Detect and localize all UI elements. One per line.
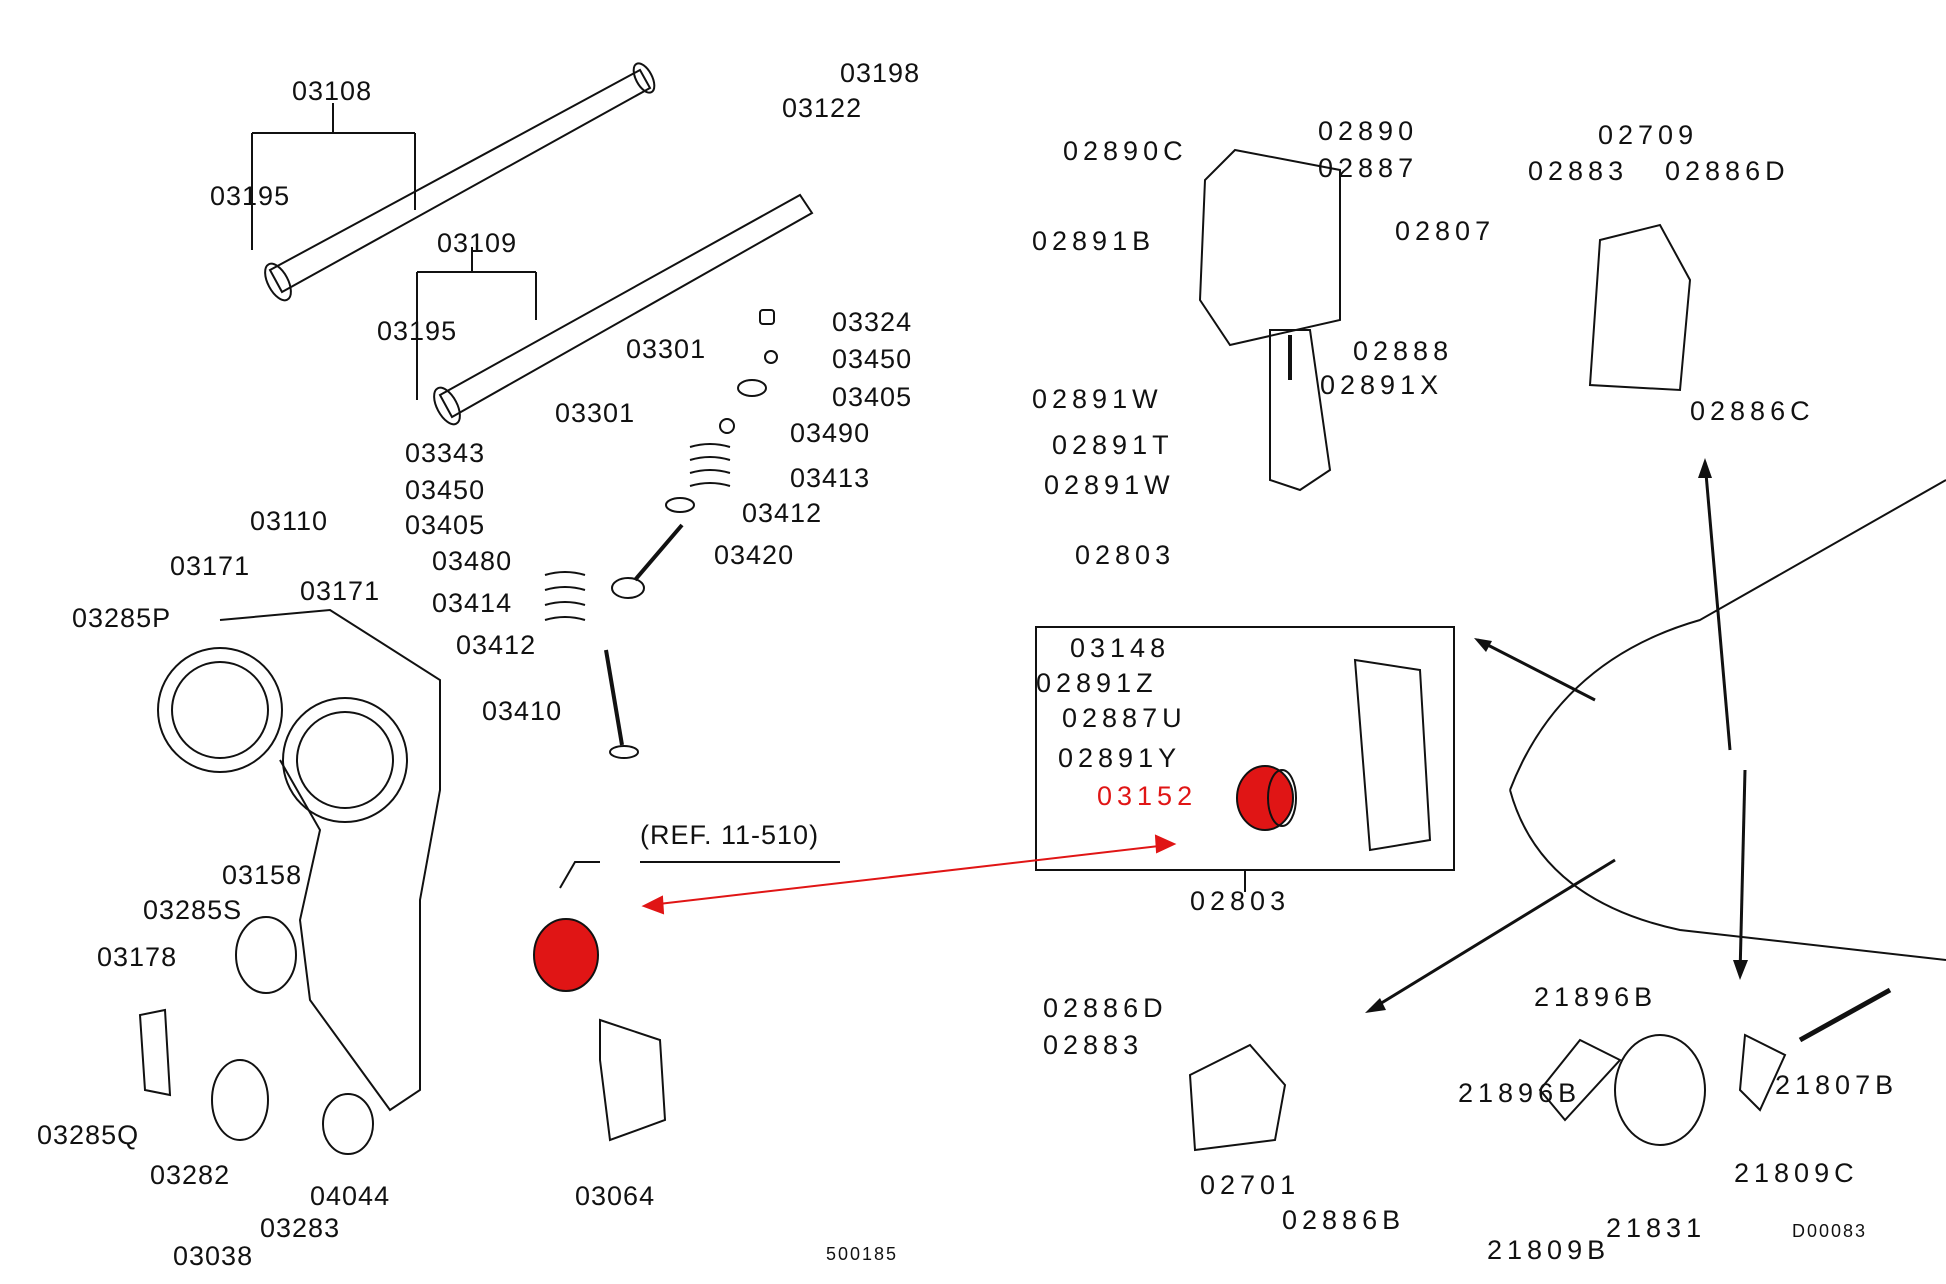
label-03064: 03064 [575,1181,656,1211]
label-02807: 02807 [1395,216,1496,246]
label-02701: 02701 [1200,1170,1301,1200]
label-02891w-a: 02891W [1032,384,1163,414]
stopper-21809c [1738,1033,1787,1112]
label-03195-a: 03195 [210,181,291,211]
label-04044: 04044 [310,1181,391,1211]
label-03283: 03283 [260,1213,341,1243]
label-03413: 03413 [790,463,871,493]
label-02803-a: 02803 [1075,540,1176,570]
stopper-21809b [1538,1038,1622,1122]
label-02709: 02709 [1598,120,1699,150]
valve-03410 [604,649,624,746]
label-03148: 03148 [1070,633,1171,663]
valve-spring-03413 [689,443,731,487]
label-02890c: 02890C [1063,136,1188,166]
cam-sprocket-03171-b [282,697,408,823]
label-02886d-a: 02886D [1665,156,1790,186]
engine-mount-bracket-02803 [1269,329,1332,492]
label-02891z: 02891Z [1036,668,1158,698]
label-03285s: 03285S [143,895,243,925]
cover-03064 [599,1018,667,1142]
bolt-21807b [1798,987,1892,1043]
camshaft-03109 [433,193,814,426]
highlighted-bushing-ref [533,918,599,992]
label-02891y: 02891Y [1058,743,1182,773]
label-03285p: 03285P [72,603,172,633]
label-03152-highlighted: 03152 [1097,781,1198,811]
label-03420: 03420 [714,540,795,570]
label-02890: 02890 [1318,116,1419,146]
label-21831: 21831 [1606,1213,1707,1243]
tensioner-pulley-03158 [235,916,297,994]
label-21896b-a: 21896B [1534,982,1658,1012]
label-02803-b: 02803 [1190,886,1291,916]
label-03343: 03343 [405,438,486,468]
label-03490: 03490 [790,418,871,448]
retainer-03324 [759,309,775,325]
label-03171-a: 03171 [170,551,251,581]
label-02887: 02887 [1318,153,1419,183]
label-03412-a: 03412 [742,498,823,528]
label-03414: 03414 [432,588,513,618]
label-03405-a: 03405 [832,382,913,412]
label-21809c: 21809C [1734,1158,1859,1188]
label-02888: 02888 [1353,336,1454,366]
mount-02701 [1188,1043,1287,1152]
crank-sprocket-03038 [211,1059,269,1141]
mount-02709 [1588,223,1692,392]
tensioner-arm-03178 [138,1008,172,1097]
label-03450-b: 03450 [405,475,486,505]
label-02891x: 02891X [1320,370,1444,400]
label-03301-b: 03301 [555,398,636,428]
label-21807b: 21807B [1775,1070,1899,1100]
label-03301-a: 03301 [626,334,707,364]
label-03178: 03178 [97,942,178,972]
label-03285q: 03285Q [37,1120,140,1150]
valve-spring-03414 [544,571,586,621]
label-03405-b: 03405 [405,510,486,540]
label-02887u: 02887U [1062,703,1187,733]
label-02886b: 02886B [1282,1205,1406,1235]
mount-21831 [1614,1034,1706,1146]
label-02883-b: 02883 [1043,1030,1144,1060]
label-03171-b: 03171 [300,576,381,606]
label-03122: 03122 [782,93,863,123]
label-03108: 03108 [292,76,373,106]
code-500185: 500185 [826,1244,899,1264]
label-03109: 03109 [437,228,518,258]
label-02883-a: 02883 [1528,156,1629,186]
label-03410: 03410 [482,696,563,726]
camshaft-03108 [264,62,656,302]
label-03450-a: 03450 [832,344,913,374]
label-03324: 03324 [832,307,913,337]
label-02891t: 02891T [1052,430,1174,460]
label-03282: 03282 [150,1160,231,1190]
cam-sprocket-03171-a [157,647,283,773]
highlighted-bushing-03152 [1236,765,1297,831]
label-21896b-b: 21896B [1458,1078,1582,1108]
label-03195-b: 03195 [377,316,458,346]
idler-04044 [322,1093,374,1155]
label-03412-b: 03412 [456,630,537,660]
label-03480: 03480 [432,546,513,576]
code-d00083: D00083 [1792,1221,1868,1241]
label-03198: 03198 [840,58,921,88]
engine-mount-02807 [1198,148,1341,347]
label-03038: 03038 [173,1241,254,1271]
timing-belt-03110 [219,608,441,1112]
label-21809b: 21809B [1487,1235,1611,1265]
label-03158: 03158 [222,860,303,890]
label-02886d-b: 02886D [1043,993,1168,1023]
label-02886c: 02886C [1690,396,1815,426]
label-03110: 03110 [250,506,329,536]
red-arrow [641,834,1177,915]
ref-note: (REF. 11-510) [640,820,820,850]
valve-03420 [633,523,684,582]
label-02891b: 02891B [1032,226,1156,256]
label-02891w-b: 02891W [1044,470,1175,500]
